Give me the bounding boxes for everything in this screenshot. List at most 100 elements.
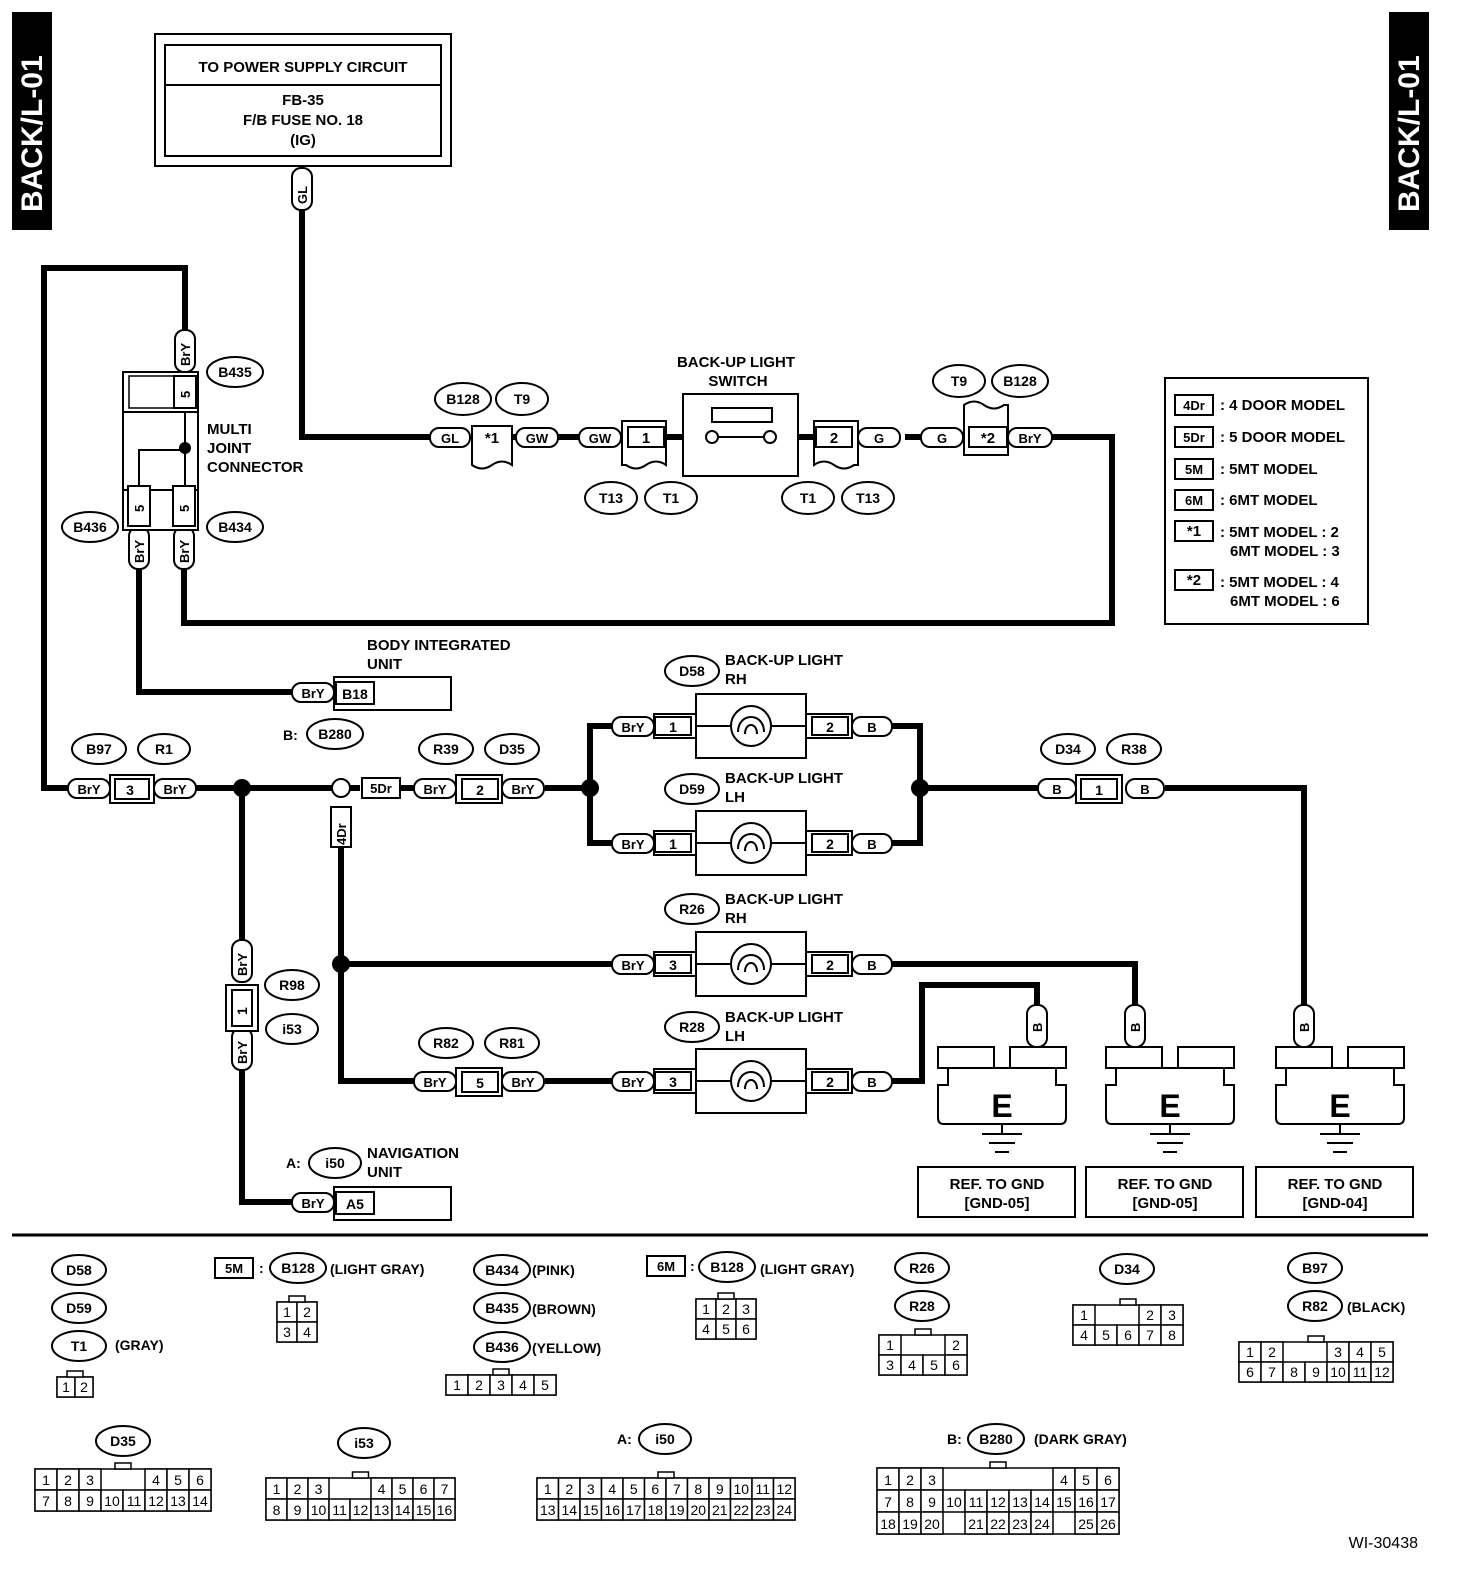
connector-key-tab [288,1295,306,1303]
svg-text:BrY: BrY [423,1075,446,1090]
wire-tag: BrY [1007,427,1053,448]
pin-box: *1 [471,425,513,470]
svg-text:REF. TO GND: REF. TO GND [1288,1176,1383,1193]
svg-text:6: 6 [1104,1472,1112,1488]
svg-text:20: 20 [690,1502,706,1518]
connector-label-b435: B435 [206,356,264,388]
svg-text:4Dr: 4Dr [1183,398,1205,413]
connector-label-b436: B436 [61,511,119,543]
svg-text:REF. TO GND: REF. TO GND [1118,1176,1213,1193]
svg-text:5: 5 [178,391,193,398]
svg-text:1: 1 [273,1481,281,1497]
svg-text:B434: B434 [485,1262,519,1278]
svg-text:4: 4 [303,1324,311,1340]
svg-text:2: 2 [294,1481,302,1497]
prefix-a: A: [286,1155,301,1171]
svg-text:2: 2 [722,1301,730,1317]
svg-text:25: 25 [1078,1516,1094,1532]
svg-text:8: 8 [694,1481,702,1497]
svg-text:T9: T9 [514,391,531,407]
lamp-label: LH [725,1028,745,1045]
svg-text:22: 22 [733,1502,749,1518]
svg-text:BrY: BrY [621,837,644,852]
svg-text:B434: B434 [218,519,252,535]
svg-text:B280: B280 [318,726,352,742]
color-gray: (GRAY) [115,1337,164,1353]
svg-text:6: 6 [1124,1327,1132,1343]
svg-text:9: 9 [294,1502,302,1518]
svg-text:5M: 5M [1185,462,1203,477]
svg-text:12: 12 [353,1502,369,1518]
wire-tag: GW [578,427,622,448]
svg-text:3: 3 [928,1472,936,1488]
nav-unit-label-1: NAVIGATION [367,1145,459,1162]
connector-key-tab [717,1292,735,1300]
svg-text:3: 3 [1334,1344,1342,1360]
svg-text:D59: D59 [66,1300,92,1316]
color-light-gray: (LIGHT GRAY) [760,1261,854,1277]
svg-text:17: 17 [626,1502,642,1518]
svg-text:18: 18 [647,1502,663,1518]
connector-label-r82: R82 [1287,1290,1343,1322]
svg-text:2: 2 [830,430,838,447]
svg-text:6: 6 [196,1472,204,1488]
svg-text:D35: D35 [499,741,525,757]
wire-tag: G [857,427,901,448]
power-supply-fb35: FB-35 [282,92,324,109]
svg-text:: 5MT MODEL : 4: : 5MT MODEL : 4 [1220,574,1340,591]
connector-label-r1: R1 [137,733,191,765]
ground-ref-box [1085,1166,1244,1218]
svg-text:7: 7 [884,1494,892,1510]
svg-text:D58: D58 [66,1262,92,1278]
svg-text:16: 16 [437,1502,453,1518]
svg-text:R39: R39 [433,741,459,757]
svg-text:10: 10 [104,1493,120,1509]
svg-text:5: 5 [630,1481,638,1497]
connector-label-b436: B436 [473,1331,531,1363]
connector-label-b434: B434 [206,511,264,543]
pin-box: 1 [621,420,667,470]
svg-text:5: 5 [174,1472,182,1488]
connector-label-d59: D59 [51,1292,107,1324]
svg-text:: 6MT MODEL: : 6MT MODEL [1220,492,1318,509]
prefix-a: A: [617,1431,632,1447]
svg-text:14: 14 [395,1502,411,1518]
svg-text:BrY: BrY [77,782,100,797]
svg-text:R26: R26 [679,901,705,917]
svg-text:2: 2 [826,1074,834,1090]
connector-label-t1: T1 [644,481,698,515]
svg-text:8: 8 [906,1494,914,1510]
wire-tag: BrY [611,833,655,854]
svg-text:[GND-05]: [GND-05] [1132,1195,1197,1212]
svg-text:2: 2 [64,1472,72,1488]
connector-label-d35: D35 [484,733,540,765]
svg-text:R1: R1 [155,741,173,757]
svg-text:B128: B128 [710,1259,744,1275]
svg-text:*1: *1 [485,430,499,447]
wire-tag: B [851,954,893,975]
svg-text:B18: B18 [342,686,368,702]
svg-text:6: 6 [420,1481,428,1497]
svg-text:T1: T1 [663,490,680,506]
svg-text:10: 10 [733,1481,749,1497]
svg-text:B: B [1030,1023,1045,1032]
svg-text:16: 16 [1078,1494,1094,1510]
svg-text:R28: R28 [679,1019,705,1035]
svg-text:BrY: BrY [301,686,324,701]
svg-text:1: 1 [234,1007,250,1015]
svg-text:2: 2 [476,782,484,798]
junction-dot [581,779,599,797]
svg-text:11: 11 [969,1494,984,1510]
svg-text:BrY: BrY [621,720,644,735]
pin-box: 2 [455,774,503,804]
svg-text:R82: R82 [1302,1298,1328,1314]
colon: : [690,1258,695,1274]
connector-label-b434: B434 [473,1254,531,1286]
lamp-label: BACK-UP LIGHT [725,1009,843,1026]
svg-text:24: 24 [1034,1516,1050,1532]
svg-text:*2: *2 [1187,572,1201,589]
svg-text:11: 11 [1353,1364,1368,1380]
color-pink: (PINK) [532,1262,575,1278]
wire-tag: BrY [413,1071,457,1092]
